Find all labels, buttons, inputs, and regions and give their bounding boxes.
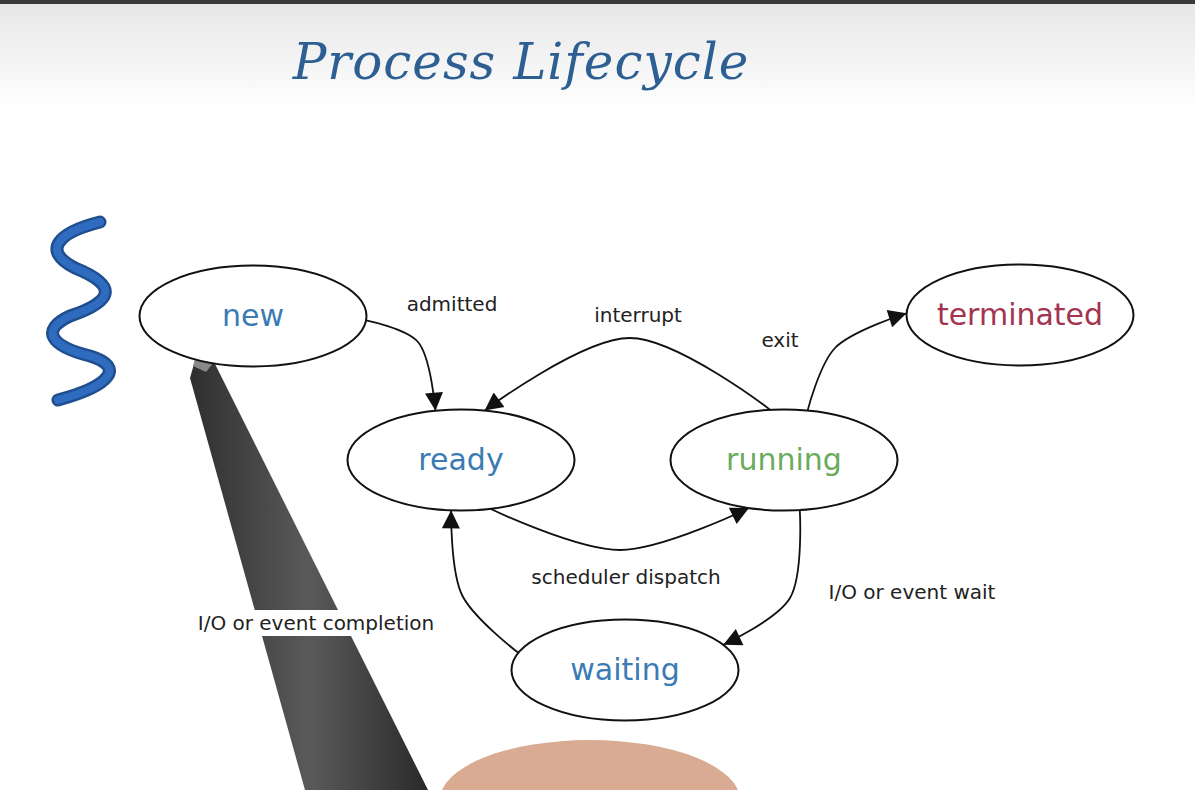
diagram-title: Process Lifecycle [293, 33, 750, 91]
transition-label: I/O or event wait [825, 579, 1000, 605]
state-ellipse: running [669, 408, 899, 512]
pen [190, 350, 428, 790]
state-ellipse: new [138, 264, 368, 368]
transition-arrow [490, 508, 749, 550]
ellipse-shape [907, 265, 1134, 366]
state-ellipse: ready [346, 408, 576, 512]
transition-arrow [485, 338, 771, 411]
transition-arrow [366, 320, 435, 410]
top-shade [0, 0, 1195, 110]
ellipse-shape [348, 410, 575, 511]
state-name: ready [418, 442, 503, 478]
transition-arrow [808, 313, 907, 410]
state-ellipse: waiting [510, 618, 740, 722]
transition-label: scheduler dispatch [527, 564, 724, 590]
ellipse-shape [671, 410, 898, 511]
squiggle [53, 222, 110, 400]
state-name: running [726, 442, 842, 478]
transition-label: exit [757, 327, 802, 353]
ellipse-shape [140, 266, 367, 367]
state-name: terminated [937, 297, 1103, 333]
ellipse-shape [512, 620, 739, 721]
transition-label: admitted [403, 291, 502, 317]
transition-label: interrupt [590, 302, 686, 328]
hand [440, 740, 740, 790]
transition-arrow [451, 510, 518, 652]
top-bar [0, 0, 1195, 4]
squiggle-outline [53, 222, 110, 400]
transition-arrow [723, 510, 800, 645]
state-name: waiting [570, 652, 679, 688]
state-ellipse: terminated [905, 263, 1135, 367]
transition-label: I/O or event completion [194, 610, 438, 636]
state-name: new [222, 298, 284, 334]
